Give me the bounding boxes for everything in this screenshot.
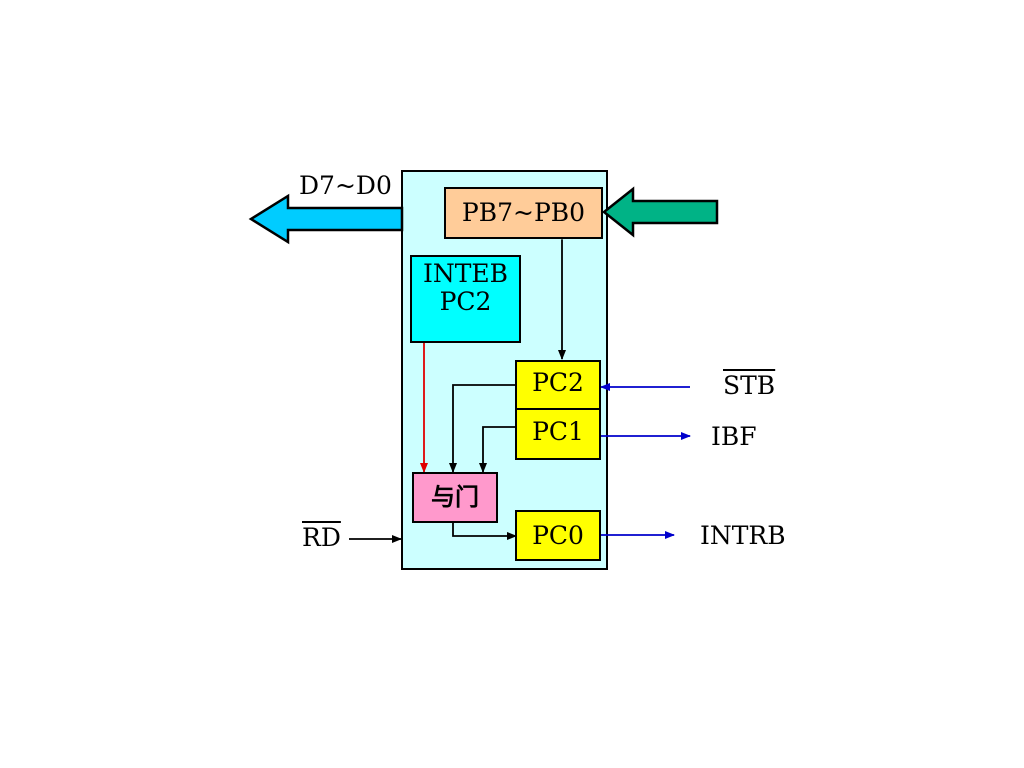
ibf-label: IBF <box>711 422 757 451</box>
inte-label-line1: INTEB <box>422 259 509 288</box>
and-gate-label: 与门 <box>431 483 479 512</box>
data-bus-label: D7~D0 <box>299 171 392 200</box>
intrb-label: INTRB <box>700 521 786 550</box>
gate-to-pc0-wire <box>452 522 517 540</box>
pc2-box: PC2 <box>515 360 601 410</box>
rd-label: RD <box>302 523 341 552</box>
pc1-label: PC1 <box>532 417 584 446</box>
stb-label: STB <box>723 371 776 400</box>
inte-box: INTEB PC2 <box>410 255 521 343</box>
and-gate-box: 与门 <box>412 472 498 523</box>
pc1-to-gate-wire <box>479 426 516 473</box>
pc2-to-gate-wire <box>449 384 516 473</box>
pc2-label: PC2 <box>532 368 584 397</box>
port-input-arrow <box>601 186 719 238</box>
pc1-box: PC1 <box>515 408 601 460</box>
port-b-box: PB7~PB0 <box>444 187 603 239</box>
inte-label-line2: PC2 <box>439 287 492 316</box>
port-b-label: PB7~PB0 <box>461 198 586 227</box>
data-bus-arrow <box>248 193 404 245</box>
pc0-label: PC0 <box>532 520 584 550</box>
pc0-box: PC0 <box>515 510 601 561</box>
